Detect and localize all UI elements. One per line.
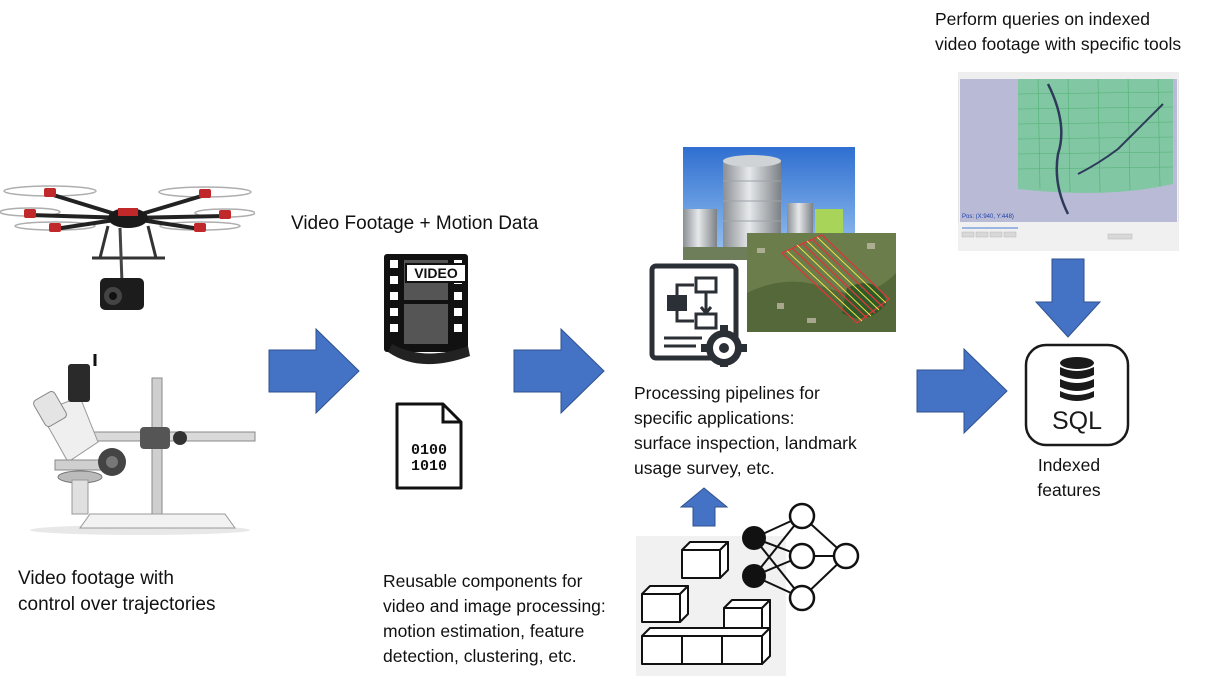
- pipeline-gear-icon: [649, 263, 747, 367]
- drone-icon: [0, 185, 255, 310]
- arrow-right-icon: [513, 328, 605, 414]
- binary-bottom-text: 1010: [411, 458, 447, 475]
- aerial-survey-photo: [747, 233, 896, 332]
- arrow-down-icon: [1035, 258, 1101, 338]
- binary-top-text: 0100: [411, 442, 447, 459]
- video-badge-text: VIDEO: [414, 265, 458, 281]
- cubes-icon: [636, 536, 786, 676]
- footage-note: Video footage with control over trajecto…: [18, 568, 216, 615]
- neural-network-icon: [742, 502, 860, 612]
- database-icon: SQL: [1024, 343, 1130, 447]
- tool-position-readout: Pos: (X:940, Y:448): [962, 214, 1014, 220]
- binary-file-icon: 0100 1010: [395, 402, 463, 490]
- components-caption: Reusable components for video and image …: [383, 571, 606, 666]
- arrow-right-icon: [268, 328, 360, 414]
- queries-caption: Perform queries on indexed video footage…: [935, 9, 1182, 54]
- film-strip-icon: VIDEO: [384, 254, 470, 365]
- pipelines-caption: Processing pipelines for specific applic…: [634, 383, 857, 478]
- sql-label: SQL: [1052, 407, 1102, 435]
- arrow-up-icon: [680, 487, 728, 527]
- video-motion-title: Video Footage + Motion Data: [291, 213, 539, 234]
- microscope-icon: [30, 354, 256, 535]
- indexed-features-label: Indexed features: [1037, 455, 1101, 500]
- query-tool-screenshot: Pos: (X:940, Y:448): [958, 64, 1179, 251]
- arrow-right-icon: [916, 348, 1008, 434]
